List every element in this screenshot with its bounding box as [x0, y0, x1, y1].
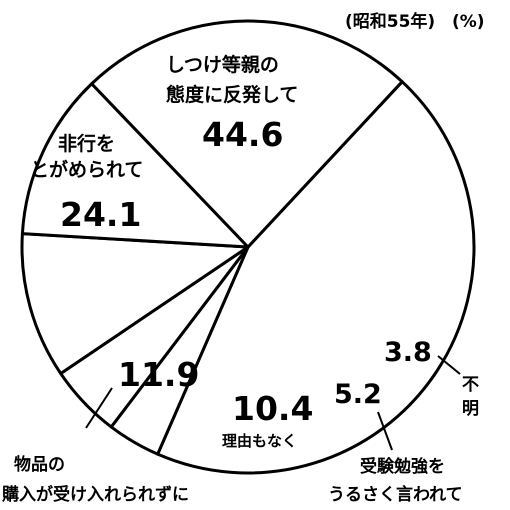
slice-value-delinquency: 24.1: [60, 195, 141, 234]
slice-label-discipline-line2: 態度に反発して: [166, 83, 298, 106]
leader-line-exam: [377, 411, 393, 451]
unit-label: (%): [452, 12, 485, 32]
pie-slice-4: [20, 82, 250, 249]
outer-label-unknown-line1: 不: [462, 375, 479, 395]
slice-value-no-reason: 10.4: [232, 389, 313, 428]
outer-label-unknown-line2: 明: [462, 399, 479, 419]
pie-slice-5: [90, 19, 404, 249]
leader-line-unknown: [437, 355, 461, 375]
outer-label-exam-line2: うるさく言われて: [328, 484, 463, 505]
slice-label-delinquency-line1: 非行を: [58, 132, 115, 155]
leader-line-purchase: [85, 387, 113, 429]
era-note: (昭和55年): [345, 11, 435, 32]
slice-value-exam: 5.2: [334, 379, 382, 410]
slice-value-discipline: 44.6: [202, 115, 283, 154]
outer-label-purchase-line2: 購入が受け入れられずに: [2, 484, 189, 505]
slice-value-unknown: 3.8: [384, 337, 432, 368]
slice-label-no-reason: 理由もなく: [222, 432, 297, 450]
pie-slice-0: [156, 80, 476, 475]
outer-label-purchase-line1: 物品の: [14, 454, 65, 475]
pie-slice-3: [20, 232, 250, 376]
slice-value-purchase: 11.9: [118, 355, 199, 394]
pie-slices: [20, 19, 476, 475]
outer-label-exam-line1: 受験勉強を: [360, 456, 445, 477]
slice-label-discipline-line1: しつけ等親の: [166, 53, 279, 76]
slice-label-delinquency-line2: とがめられて: [30, 158, 143, 181]
